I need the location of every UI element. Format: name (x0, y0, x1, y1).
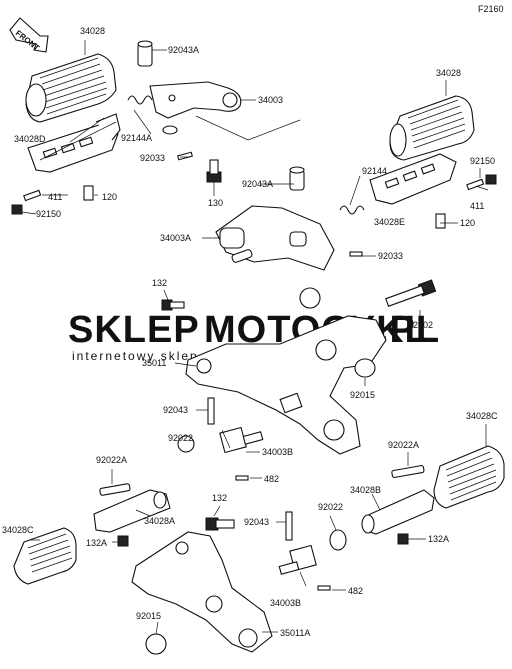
collar-top (299, 287, 321, 309)
bolt-132-top (161, 299, 185, 311)
pin-92043-left (207, 397, 215, 425)
footpeg-bracket-34028d (27, 113, 121, 173)
bolt-132a-left (117, 535, 129, 547)
label-92150-left: 92150 (36, 209, 61, 219)
washer-92033-right (349, 251, 363, 257)
watermark-part3: .PL (378, 309, 440, 351)
holder-34003-top (149, 81, 242, 119)
bracket-35011 (185, 315, 387, 455)
bolt-130 (206, 159, 222, 183)
label-34028b: 34028B (350, 485, 381, 495)
cotter-482-left (235, 475, 249, 481)
label-92033-right: 92033 (378, 251, 403, 261)
bolt-92150-left (11, 204, 23, 215)
label-92144a: 92144A (121, 133, 152, 143)
washer-92022-right (329, 529, 347, 551)
label-411-left: 411 (48, 192, 62, 202)
label-120-left: 120 (102, 192, 117, 202)
label-92002: 92002 (408, 320, 433, 330)
label-34003-top: 34003 (258, 95, 283, 105)
label-35011a: 35011A (280, 628, 310, 638)
bolt-132a-right (397, 533, 409, 545)
cotter-482-right (317, 585, 331, 591)
label-92043a-top: 92043A (168, 45, 199, 55)
washer-92022a-left (99, 483, 131, 496)
label-34028e: 34028E (374, 217, 405, 227)
washer-92022a-right (391, 465, 425, 478)
label-92043-left: 92043 (163, 405, 188, 415)
spring-92144 (339, 205, 365, 215)
bolt-120-right (435, 213, 446, 229)
front-arrow-icon: FRONT (9, 17, 49, 53)
label-132a-left: 132A (86, 538, 107, 548)
diagram-code: F2160 (478, 4, 504, 14)
label-34028a: 34028A (144, 516, 175, 526)
holder-34003b-left (219, 426, 264, 454)
holder-34003b-right (278, 544, 317, 575)
label-411-right: 411 (470, 201, 484, 211)
bolt-120-left (83, 185, 94, 201)
label-92150-right: 92150 (470, 156, 495, 166)
footpeg-bracket-34028e (369, 153, 457, 205)
bolt-92150-right (485, 174, 497, 185)
footpeg-rubber-34028c-left (13, 527, 77, 585)
spring-92144a (127, 95, 153, 105)
label-92022-right: 92022 (318, 502, 343, 512)
label-482-right: 482 (348, 586, 363, 596)
part-labels: 34028 92043A 34003 92144A 34028D 92033 4… (2, 26, 498, 638)
bracket-35011a (131, 531, 273, 653)
label-34028-top-right: 34028 (436, 68, 461, 78)
label-92043a-mid: 92043A (242, 179, 273, 189)
pin-92043a-mid (289, 166, 305, 191)
label-92033-left: 92033 (140, 153, 165, 163)
footpeg-rubber-top-right (389, 95, 475, 161)
pin-92043a-top (137, 40, 153, 67)
holder-34003a (215, 205, 335, 271)
footpeg-rubber-34028c-right (433, 445, 505, 509)
footpeg-34028a (93, 489, 171, 533)
label-34003b-left: 34003B (262, 447, 293, 457)
label-34003b-right: 34003B (270, 598, 301, 608)
label-482-left: 482 (264, 474, 279, 484)
pin-411-right (466, 178, 485, 191)
label-34028c-right: 34028C (466, 411, 498, 421)
label-132-bottom: 132 (212, 493, 227, 503)
label-92022a-right: 92022A (388, 440, 419, 450)
label-34028c-left: 34028C (2, 525, 34, 535)
label-34028d: 34028D (14, 134, 46, 144)
nut-92015-left (145, 633, 167, 655)
label-132-top: 132 (152, 278, 167, 288)
watermark-part1: SKLEP (68, 309, 200, 351)
label-34028-top-left: 34028 (80, 26, 105, 36)
label-92015-right: 92015 (350, 390, 375, 400)
label-34003a: 34003A (160, 233, 191, 243)
label-92015-left: 92015 (136, 611, 161, 621)
label-132a-right: 132A (428, 534, 449, 544)
label-92043-right: 92043 (244, 517, 269, 527)
washer-92022-left (177, 435, 195, 453)
label-92144: 92144 (362, 166, 387, 176)
pin-411-left (23, 189, 42, 202)
nut-92015-right (354, 358, 376, 378)
footpeg-rubber-top-left (25, 53, 117, 123)
washer-92033-left (177, 151, 193, 161)
bolt-92002 (385, 279, 437, 307)
footpeg-34028b (361, 489, 435, 535)
pin-92043-right (285, 511, 293, 541)
label-120-right: 120 (460, 218, 475, 228)
bolt-132-bottom (205, 517, 235, 531)
label-35011: 35011 (142, 358, 166, 368)
label-92022-left: 92022 (168, 433, 193, 443)
leader-lines (21, 109, 489, 635)
label-92022a-left: 92022A (96, 455, 127, 465)
label-130: 130 (208, 198, 223, 208)
